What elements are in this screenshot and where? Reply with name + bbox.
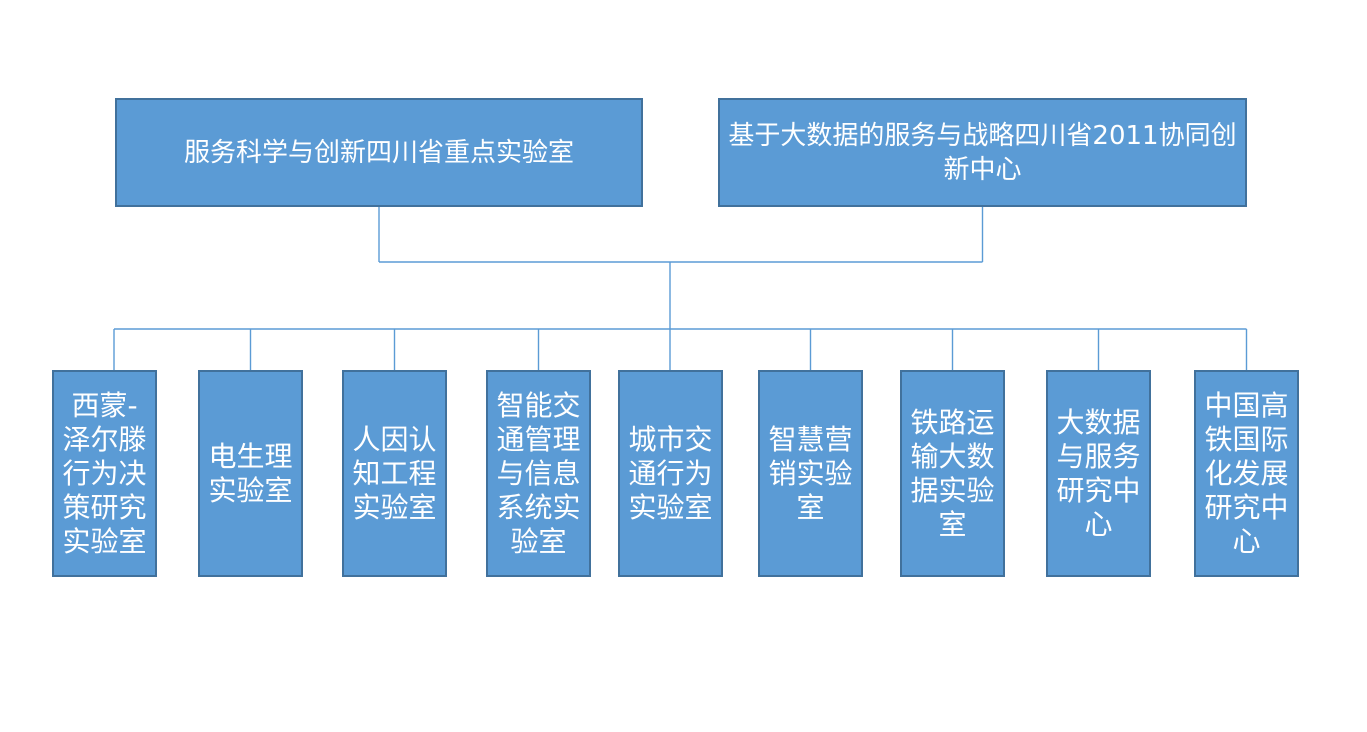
- org-node-china-hsr-international-center: 中国高铁国际化发展研究中心: [1194, 370, 1299, 577]
- org-node-big-data-collab-center: 基于大数据的服务与战略四川省2011协同创新中心: [718, 98, 1247, 207]
- org-node-label: 人因认知工程实验室: [352, 422, 437, 524]
- org-node-label: 大数据与服务研究中心: [1056, 405, 1141, 541]
- org-node-service-science-key-lab: 服务科学与创新四川省重点实验室: [115, 98, 643, 207]
- org-node-intelligent-transport-info-lab: 智能交通管理与信息系统实验室: [486, 370, 591, 577]
- org-node-human-factors-cognition-lab: 人因认知工程实验室: [342, 370, 447, 577]
- org-node-railway-big-data-lab: 铁路运输大数据实验室: [900, 370, 1005, 577]
- org-node-label: 基于大数据的服务与战略四川省2011协同创新中心: [728, 120, 1237, 185]
- org-node-label: 智能交通管理与信息系统实验室: [496, 388, 581, 558]
- org-node-label: 西蒙-泽尔滕行为决策研究实验室: [62, 388, 147, 558]
- org-node-label: 中国高铁国际化发展研究中心: [1204, 388, 1289, 558]
- org-node-label: 电生理实验室: [208, 439, 293, 507]
- org-node-label: 城市交通行为实验室: [628, 422, 713, 524]
- org-node-electrophysiology-lab: 电生理实验室: [198, 370, 303, 577]
- org-node-smart-marketing-lab: 智慧营销实验室: [758, 370, 863, 577]
- org-node-simon-selten-behavior-lab: 西蒙-泽尔滕行为决策研究实验室: [52, 370, 157, 577]
- org-node-urban-traffic-behavior-lab: 城市交通行为实验室: [618, 370, 723, 577]
- org-node-big-data-service-center: 大数据与服务研究中心: [1046, 370, 1151, 577]
- org-node-label: 铁路运输大数据实验室: [910, 405, 995, 541]
- org-node-label: 智慧营销实验室: [768, 422, 853, 524]
- org-node-label: 服务科学与创新四川省重点实验室: [183, 137, 574, 168]
